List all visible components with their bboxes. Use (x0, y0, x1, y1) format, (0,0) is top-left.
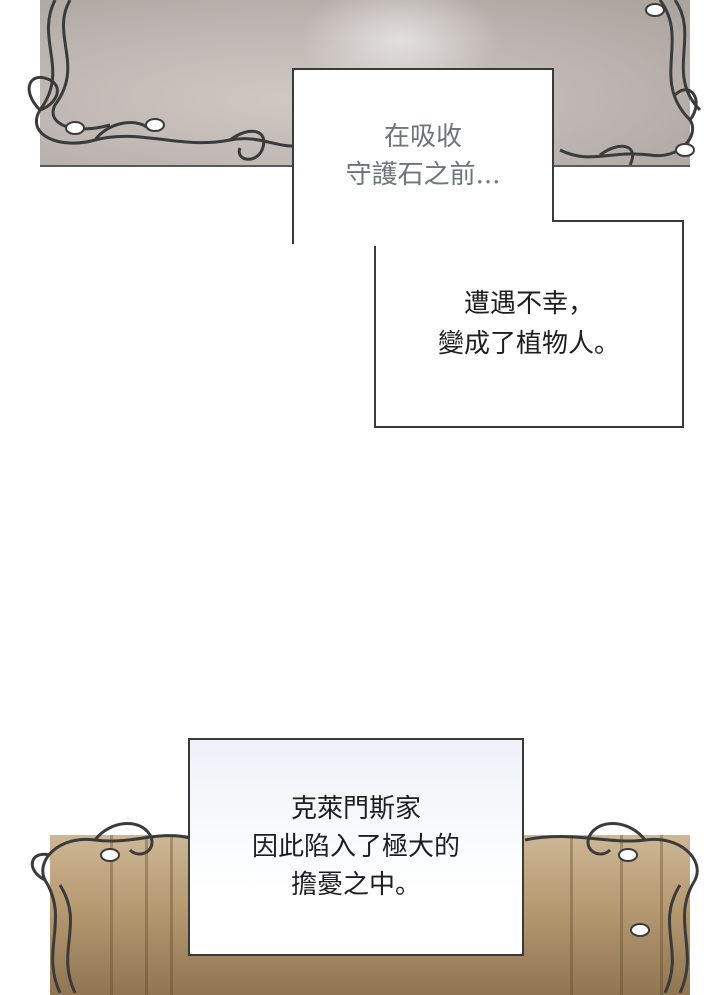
caption-box-first: 在吸收 守護石之前... (292, 68, 554, 244)
caption-line: 遭遇不幸， (463, 289, 594, 319)
curtain-fold (620, 835, 623, 995)
curtain-fold (170, 835, 173, 995)
caption-line: 變成了植物人。 (437, 329, 620, 359)
caption-line: 擔憂之中。 (290, 870, 421, 900)
curtain-fold (570, 835, 573, 995)
caption-box-second: 遭遇不幸， 變成了植物人。 (374, 220, 684, 428)
caption-line: 守護石之前... (345, 160, 501, 190)
caption-line: 在吸收 (383, 122, 462, 152)
caption-line: 因此陷入了極大的 (251, 832, 460, 862)
caption-box-joint (294, 220, 552, 246)
curtain-fold (660, 835, 663, 995)
curtain-fold (110, 835, 113, 995)
curtain-fold (145, 835, 148, 995)
caption-line: 克萊門斯家 (290, 794, 421, 824)
caption-box-third: 克萊門斯家 因此陷入了極大的 擔憂之中。 (188, 738, 524, 956)
